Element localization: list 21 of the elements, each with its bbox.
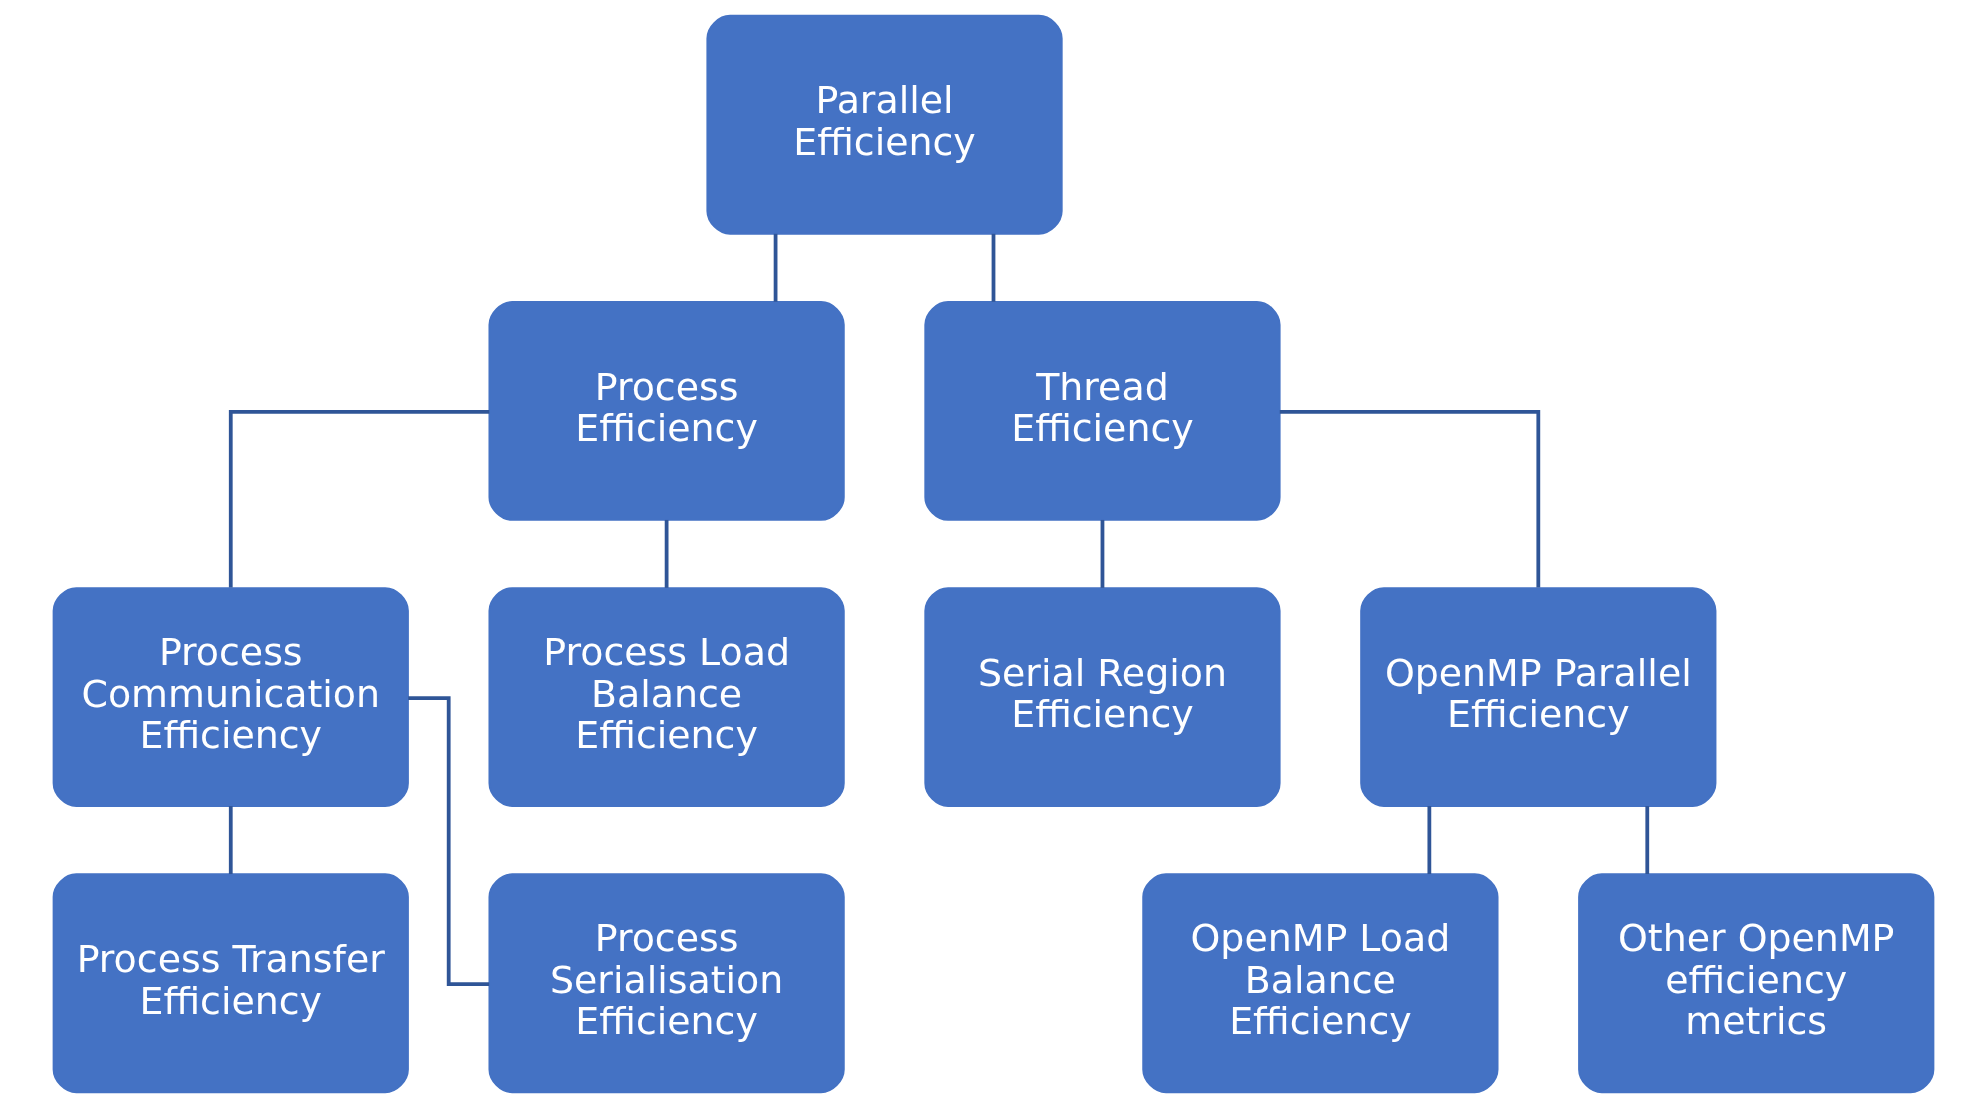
node-box: Thread Efficiency [924,301,1281,521]
connector [773,233,778,302]
connector [1427,806,1432,875]
node-box: OpenMP Load Balance Efficiency [1142,873,1499,1094]
connector [228,410,490,588]
connector [664,519,669,588]
node-box: OpenMP Parallel Efficiency [1360,587,1717,807]
connector [1279,410,1541,588]
node-box: Serial Region Efficiency [924,587,1281,807]
node-box: Process Transfer Efficiency [52,873,409,1094]
connector [991,233,996,302]
node-box: Other OpenMP efficiency metrics [1578,873,1935,1094]
connector [1645,806,1650,875]
node-box: Process Efficiency [488,301,845,521]
connector [228,806,233,875]
node-box: Process Communication Efficiency [52,587,409,807]
node-box: Process Serialisation Efficiency [488,873,845,1094]
node-box: Parallel Efficiency [706,14,1063,235]
connector [408,696,490,987]
node-box: Process Load Balance Efficiency [488,587,845,807]
connector [1100,519,1105,588]
